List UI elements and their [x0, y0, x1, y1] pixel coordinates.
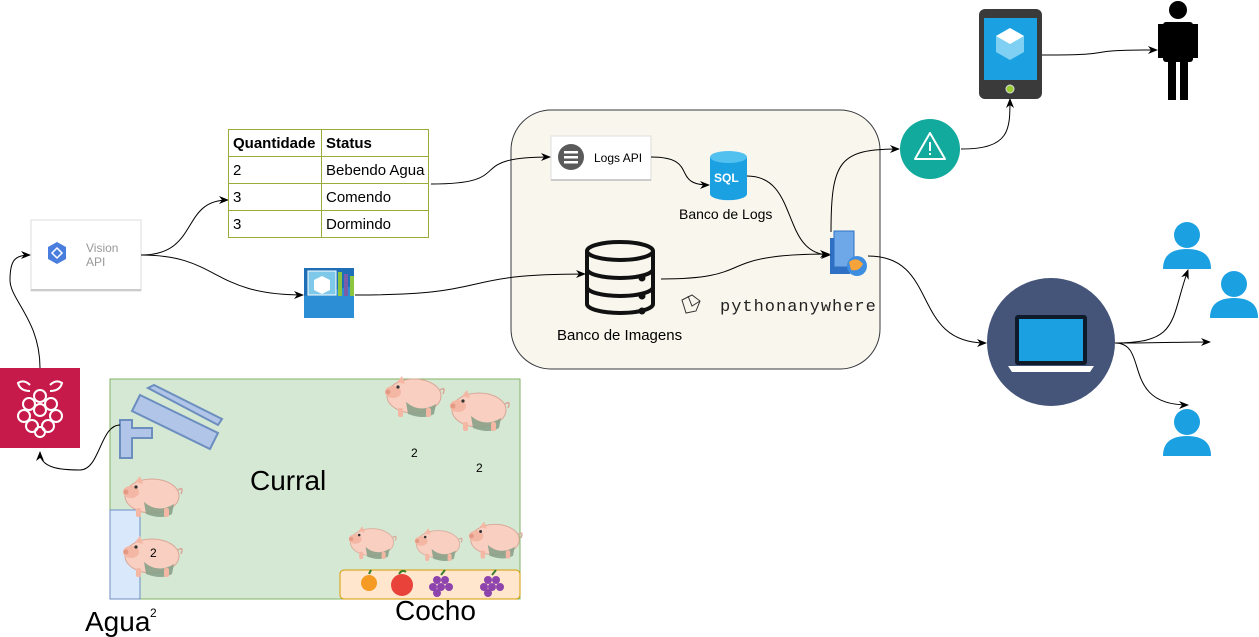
quantity-cell: 3: [228, 183, 322, 211]
status-table: Quantidade Status 2 Bebendo Agua 3 Comen…: [228, 129, 430, 238]
pythonanywhere-logo: pythonanywhere: [681, 294, 877, 317]
quantity-cell: 3: [228, 210, 322, 238]
status-cell: Bebendo Agua: [320, 156, 430, 184]
host-logo-text: pythonanywhere: [720, 298, 877, 317]
corral-label: Curral: [250, 465, 326, 496]
connector: [1114, 338, 1211, 347]
storage-icon: [304, 268, 354, 318]
sql-label: SQL: [714, 171, 739, 185]
connector: [867, 255, 987, 347]
camera-icon: [119, 383, 224, 459]
fruit-icon: [480, 569, 504, 597]
user-icon: [1210, 271, 1258, 318]
raspberry-pi-icon: [16, 380, 64, 438]
sql-database-icon: SQL: [710, 151, 747, 201]
table-row: 3 Dormindo: [228, 210, 430, 238]
vision-api-label-line1: Vision: [86, 241, 118, 255]
logs-db-label: Banco de Logs: [679, 206, 772, 222]
tablet-icon: [979, 9, 1042, 99]
trough-label: Cocho: [395, 595, 476, 626]
column-header-quantity: Quantidade: [228, 129, 322, 157]
images-db-label: Banco de Imagens: [557, 327, 682, 344]
table-header-row: Quantidade Status: [228, 129, 430, 157]
connector: [1114, 269, 1189, 344]
alert-icon: [900, 119, 960, 179]
logs-api-label: Logs API: [594, 151, 642, 165]
table-row: 3 Comendo: [228, 183, 430, 211]
image-database-icon: [585, 240, 655, 315]
user-icon: [1163, 409, 1211, 456]
status-cell: Comendo: [320, 183, 430, 211]
connector: [660, 250, 830, 280]
connector: [354, 270, 586, 296]
pig-count: 2: [150, 546, 157, 560]
connector: [960, 98, 1014, 150]
connector: [1041, 46, 1158, 56]
pig-count: 2: [150, 606, 157, 620]
connector: [650, 156, 710, 189]
status-cell: Dormindo: [320, 210, 430, 238]
connector: [9, 251, 41, 369]
table-row: 2 Bebendo Agua: [228, 156, 430, 184]
logs-api-icon: [558, 144, 584, 170]
vision-api-icon: [48, 242, 66, 264]
connector: [140, 196, 229, 256]
fruit-icon: [361, 569, 377, 591]
person-icon: [1158, 1, 1198, 100]
connector: [746, 175, 831, 259]
connector: [830, 145, 900, 233]
user-icon: [1163, 222, 1211, 269]
pig-count: 2: [476, 461, 483, 475]
connector: [140, 254, 304, 299]
quantity-cell: 2: [228, 156, 322, 184]
connector: [36, 424, 121, 471]
web-server-icon: [830, 230, 867, 276]
fruit-icon: [429, 569, 453, 597]
vision-api-label-line2: API: [86, 255, 105, 269]
connector: [430, 153, 551, 185]
laptop-icon: [987, 278, 1115, 406]
water-label: Agua: [85, 606, 151, 637]
raspberry-pi-board: [0, 368, 80, 448]
connectors: [9, 46, 1211, 471]
column-header-status: Status: [320, 129, 430, 157]
fruit-icon: [391, 569, 413, 596]
pig-count: 2: [411, 446, 418, 460]
connector: [1114, 342, 1189, 409]
